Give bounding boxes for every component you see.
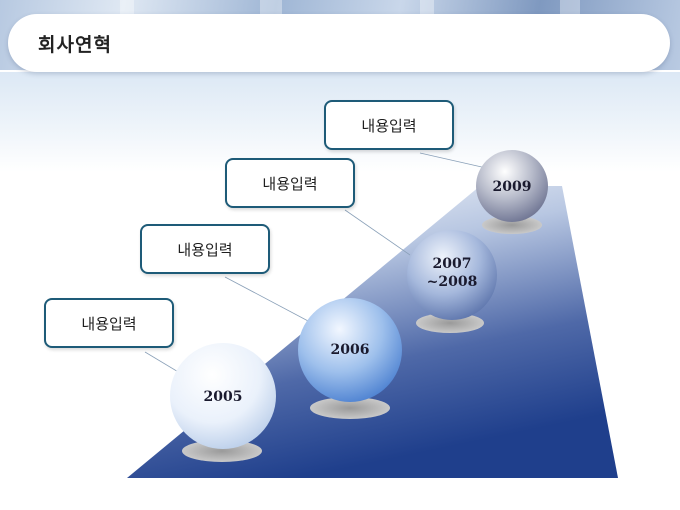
page-title: 회사연혁 [38, 34, 112, 56]
milestone-label-box: 내용입력 [140, 224, 270, 274]
connector-line [344, 209, 411, 256]
milestone-year-range: 2007 ~2008 [420, 255, 484, 291]
milestone-label-box: 내용입력 [324, 100, 454, 150]
milestone-label: 내용입력 [177, 240, 233, 259]
milestone-label-box: 내용입력 [44, 298, 174, 348]
connector-line [224, 276, 311, 323]
milestone-sphere-2007-2008 [407, 230, 497, 320]
milestone-sphere-2006 [298, 298, 402, 402]
milestone-year: 2006 [330, 342, 370, 358]
milestone-year-end: ~2008 [426, 274, 478, 290]
milestone-label-box: 내용입력 [225, 158, 355, 208]
title-bar: 회사연혁 [8, 14, 670, 72]
milestone-sphere-2005 [170, 343, 276, 449]
ball-shadow [416, 313, 484, 333]
milestone-label: 내용입력 [361, 116, 417, 135]
ball-shadow [482, 216, 542, 234]
milestone-label: 내용입력 [81, 314, 137, 333]
milestone-year: 2009 [492, 179, 532, 195]
milestone-year: 2005 [203, 389, 243, 405]
milestone-year-start: 2007 [432, 256, 472, 272]
ball-shadow [182, 440, 262, 462]
ball-shadow [310, 397, 390, 419]
milestone-label: 내용입력 [262, 174, 318, 193]
milestone-sphere-2009 [476, 150, 548, 222]
